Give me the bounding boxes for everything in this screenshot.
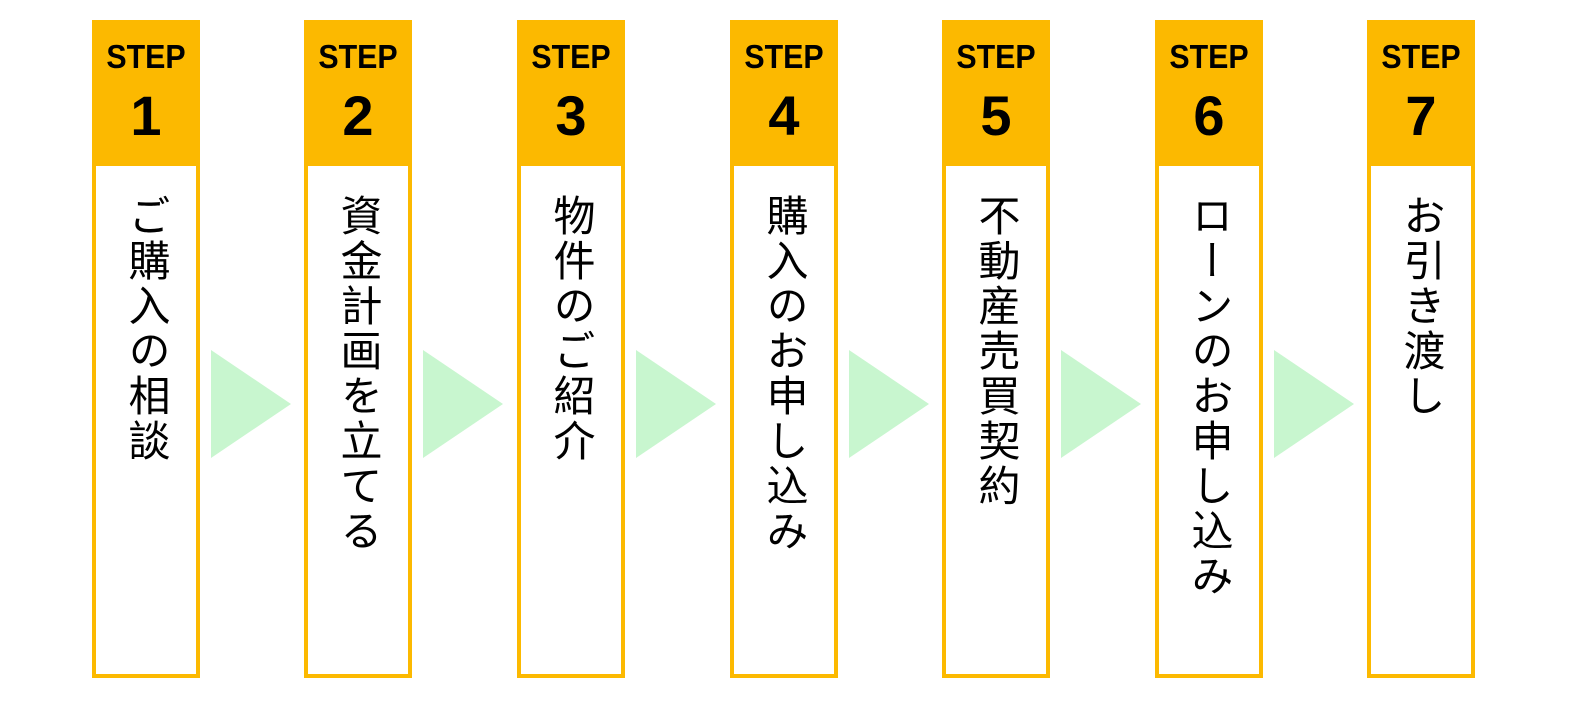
step-3-card: STEP 3 物件のご紹介 xyxy=(517,20,625,678)
step-5-word: STEP xyxy=(956,38,1036,75)
arrow-icon-2 xyxy=(423,350,503,458)
step-7-header: STEP 7 xyxy=(1367,20,1475,166)
step-2-number: 2 xyxy=(342,84,374,147)
step-3-word: STEP xyxy=(531,38,611,75)
arrow-icon-3 xyxy=(636,350,716,458)
arrow-icon-1 xyxy=(211,350,291,458)
step-3-body: 物件のご紹介 xyxy=(517,166,625,678)
step-4-header: STEP 4 xyxy=(730,20,838,166)
step-6-word: STEP xyxy=(1169,38,1249,75)
step-5-header: STEP 5 xyxy=(942,20,1050,166)
step-7-label: お引き渡し xyxy=(1397,194,1446,419)
step-2-word: STEP xyxy=(318,38,398,75)
step-3-number: 3 xyxy=(555,84,587,147)
arrow-icon-5 xyxy=(1061,350,1141,458)
step-5-card: STEP 5 不動産売買契約 xyxy=(942,20,1050,678)
arrow-icon-4 xyxy=(849,350,929,458)
step-4-word: STEP xyxy=(744,38,824,75)
step-1-header: STEP 1 xyxy=(92,20,200,166)
step-4-number: 4 xyxy=(768,84,800,147)
step-2-body: 資金計画を立てる xyxy=(304,166,412,678)
step-6-card: STEP 6 ローンのお申し込み xyxy=(1155,20,1263,678)
step-5-body: 不動産売買契約 xyxy=(942,166,1050,678)
step-1-body: ご購入の相談 xyxy=(92,166,200,678)
step-6-body: ローンのお申し込み xyxy=(1155,166,1263,678)
step-5-number: 5 xyxy=(980,84,1012,147)
step-6-number: 6 xyxy=(1193,84,1225,147)
step-4-label: 購入のお申し込み xyxy=(760,194,809,554)
step-2-header: STEP 2 xyxy=(304,20,412,166)
step-1-word: STEP xyxy=(106,38,186,75)
step-4-card: STEP 4 購入のお申し込み xyxy=(730,20,838,678)
step-2-label: 資金計画を立てる xyxy=(334,194,383,554)
step-1-card: STEP 1 ご購入の相談 xyxy=(92,20,200,678)
step-2-card: STEP 2 資金計画を立てる xyxy=(304,20,412,678)
step-6-header: STEP 6 xyxy=(1155,20,1263,166)
step-4-body: 購入のお申し込み xyxy=(730,166,838,678)
arrow-icon-6 xyxy=(1274,350,1354,458)
step-6-label: ローンのお申し込み xyxy=(1185,194,1234,599)
step-7-card: STEP 7 お引き渡し xyxy=(1367,20,1475,678)
step-7-word: STEP xyxy=(1381,38,1461,75)
step-3-label: 物件のご紹介 xyxy=(547,194,596,464)
step-7-body: お引き渡し xyxy=(1367,166,1475,678)
step-3-header: STEP 3 xyxy=(517,20,625,166)
step-5-label: 不動産売買契約 xyxy=(972,194,1021,509)
step-1-number: 1 xyxy=(130,84,162,147)
step-1-label: ご購入の相談 xyxy=(122,194,171,464)
step-7-number: 7 xyxy=(1405,84,1437,147)
